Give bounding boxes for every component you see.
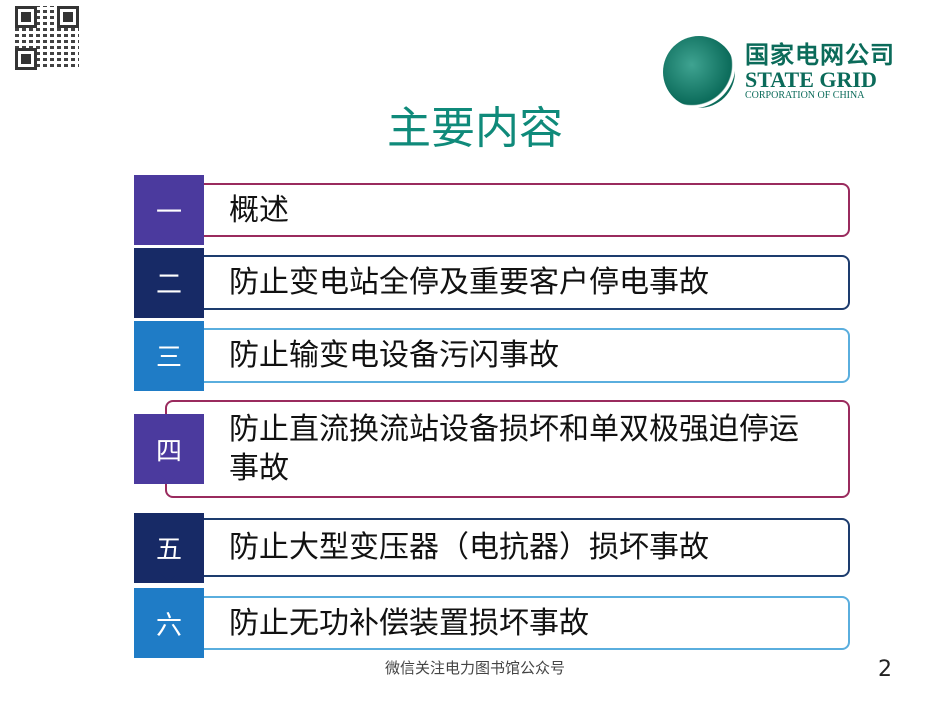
agenda-item-number: 一 [155, 197, 182, 228]
agenda-item-number: 五 [155, 535, 182, 565]
agenda-item-label: 防止变电站全停及重要客户停电事故 [229, 265, 709, 300]
logo-sub: CORPORATION OF CHINA [745, 89, 865, 101]
agenda-item: 防止直流换流站设备损坏和单双极强迫停运事故 [165, 400, 850, 498]
state-grid-logo: 国家电网公司 STATE GRID CORPORATION OF CHINA [663, 36, 895, 108]
diamond-number-icon: 六 [134, 588, 204, 658]
footer-text: 微信关注电力图书馆公众号 [384, 659, 565, 677]
agenda-item: 防止大型变压器（电抗器）损坏事故 [165, 518, 850, 577]
diamond-number-icon: 五 [134, 512, 204, 583]
slide-title: 主要内容 [387, 103, 563, 154]
agenda-item: 防止变电站全停及重要客户停电事故 [165, 255, 850, 310]
agenda-item-number: 四 [155, 436, 182, 467]
diamond-number-icon: 三 [134, 320, 204, 391]
logo-en: STATE GRID [745, 66, 877, 92]
agenda-item-number: 三 [155, 343, 182, 373]
agenda-item: 防止无功补偿装置损坏事故 [165, 596, 850, 650]
globe-icon [663, 36, 735, 108]
agenda-item-label: 防止大型变压器（电抗器）损坏事故 [229, 530, 709, 565]
agenda-item-label: 防止直流换流站设备损坏和单双极强迫停运事故 [229, 412, 799, 486]
agenda-item: 概述 [165, 183, 850, 237]
agenda-item-label: 防止无功补偿装置损坏事故 [229, 605, 589, 641]
page-number: 2 [878, 657, 892, 682]
diamond-number-icon: 一 [134, 175, 204, 245]
agenda-item: 防止输变电设备污闪事故 [165, 328, 850, 383]
agenda-item-label: 防止输变电设备污闪事故 [229, 338, 559, 373]
agenda-item-label: 概述 [229, 192, 289, 228]
logo-cn: 国家电网公司 [745, 40, 895, 69]
diamond-number-icon: 四 [134, 414, 204, 484]
diamond-number-icon: 二 [134, 247, 204, 318]
qr-code [15, 6, 79, 70]
agenda-item-number: 二 [155, 270, 182, 300]
agenda-item-number: 六 [155, 610, 182, 641]
